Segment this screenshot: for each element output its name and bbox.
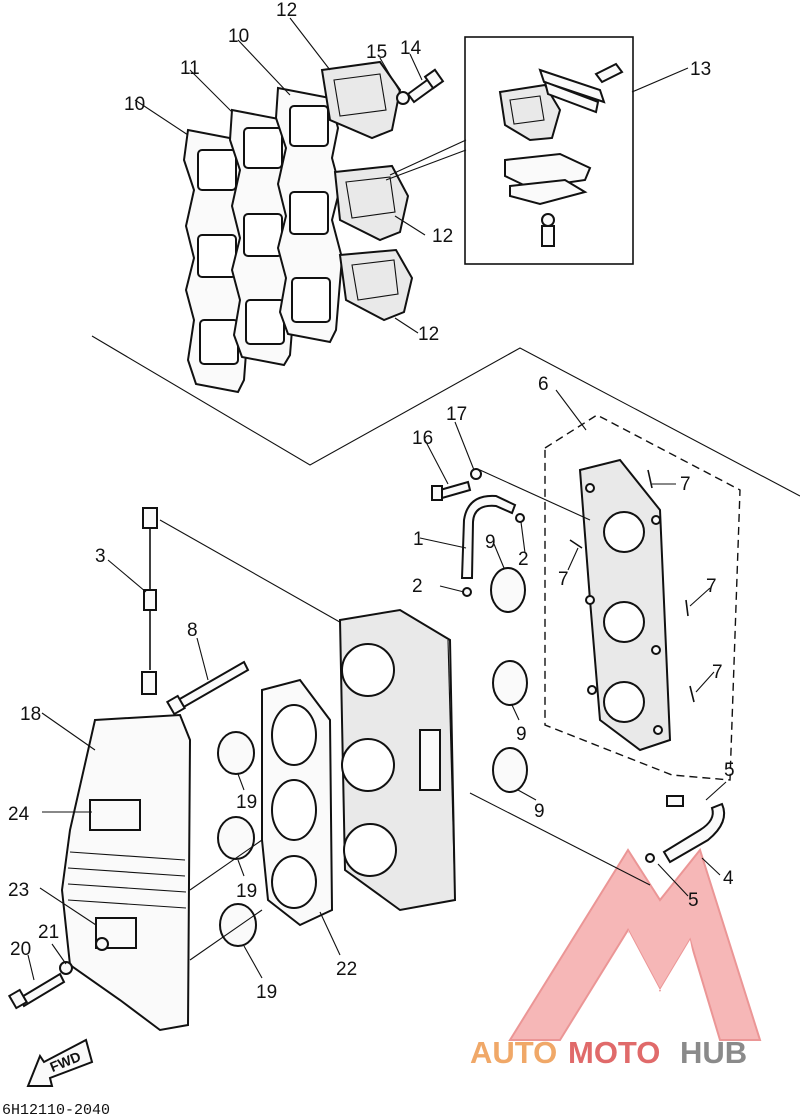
o-ring-19-c (219, 903, 257, 947)
reed-valve-bottom (338, 248, 414, 322)
callout-8: 8 (187, 620, 198, 641)
drawing-code: 6H12110-2040 (2, 1102, 110, 1117)
callout-19-a: 19 (236, 792, 257, 813)
callout-3: 3 (95, 546, 106, 567)
label-plate-23 (95, 917, 137, 949)
callout-16: 16 (412, 428, 433, 449)
hose-1 (460, 494, 517, 579)
washer-17 (470, 468, 482, 480)
callout-7-b: 7 (558, 569, 569, 590)
clip-2-lower (462, 587, 472, 597)
callout-14: 14 (400, 38, 422, 59)
callout-13: 13 (690, 59, 711, 80)
fwd-arrow-icon: FWD (26, 1038, 94, 1087)
callout-12-middle: 12 (432, 226, 453, 247)
o-ring-19-a (217, 731, 255, 775)
callout-9-c: 9 (534, 801, 545, 822)
bolt-8 (165, 660, 250, 716)
manifold-assembly-6 (544, 414, 741, 781)
detail-box-13 (385, 36, 634, 265)
callout-17: 17 (446, 404, 467, 425)
callout-19-b: 19 (236, 881, 257, 902)
watermark-text: AUTO MOTO HUB (470, 1035, 747, 1070)
leader-lines (27, 17, 727, 981)
callout-18: 18 (20, 704, 41, 725)
silencer-gasket-22 (261, 678, 334, 927)
callout-2-lower: 2 (412, 576, 423, 597)
callout-24: 24 (8, 804, 30, 825)
callout-4: 4 (723, 868, 734, 889)
reed-gasket-rear (274, 86, 344, 344)
callout-15: 15 (366, 42, 387, 63)
watermark-logo (508, 847, 762, 1041)
callout-numbers: 1 2 2 3 4 5 5 6 7 7 7 7 8 9 9 9 9 10 10 … (8, 0, 735, 1003)
o-ring-9-b (492, 660, 528, 706)
silencer-cover-18 (60, 713, 192, 1032)
callout-10-left: 10 (124, 94, 145, 115)
o-ring-19-b (217, 816, 255, 860)
bolt-14 (406, 68, 445, 104)
callout-1: 1 (413, 529, 424, 550)
hose-4 (662, 802, 726, 864)
callout-10-top: 10 (228, 26, 249, 47)
callout-7-d: 7 (712, 662, 723, 683)
fitting-5 (666, 795, 684, 807)
callout-12-bottom: 12 (418, 324, 439, 345)
watermark-moto: MOTO (568, 1035, 660, 1070)
callout-22: 22 (336, 959, 357, 980)
callout-7-c: 7 (706, 576, 717, 597)
screw-7-set (569, 469, 695, 703)
callout-5-upper: 5 (724, 760, 735, 781)
clip-2-upper (515, 513, 525, 523)
clip-5 (645, 853, 655, 863)
bolt-20 (7, 972, 66, 1010)
callout-5-lower: 5 (688, 890, 699, 911)
reed-valve-middle (333, 164, 410, 242)
callout-7-a: 7 (680, 474, 691, 495)
callout-12-top: 12 (276, 0, 297, 21)
callout-20: 20 (10, 939, 31, 960)
callout-19-c: 19 (256, 982, 277, 1003)
callout-9-a: 9 (485, 532, 496, 553)
watermark-auto: AUTO (470, 1035, 557, 1070)
link-rod-3 (141, 507, 158, 695)
watermark-hub: HUB (680, 1035, 747, 1070)
callout-21: 21 (38, 922, 59, 943)
callout-11: 11 (180, 58, 200, 79)
callout-23: 23 (8, 880, 29, 901)
callout-9-b: 9 (516, 724, 527, 745)
callout-2-upper: 2 (518, 549, 529, 570)
reed-valve-top (320, 60, 402, 140)
o-ring-9-a (490, 567, 526, 613)
o-ring-9-c (492, 747, 528, 793)
washer-21 (59, 961, 73, 975)
carburetor-assembly (338, 608, 457, 912)
callout-6: 6 (538, 374, 549, 395)
label-plate-24 (89, 799, 141, 831)
bolt-16 (431, 480, 472, 501)
washer-15 (396, 91, 410, 105)
